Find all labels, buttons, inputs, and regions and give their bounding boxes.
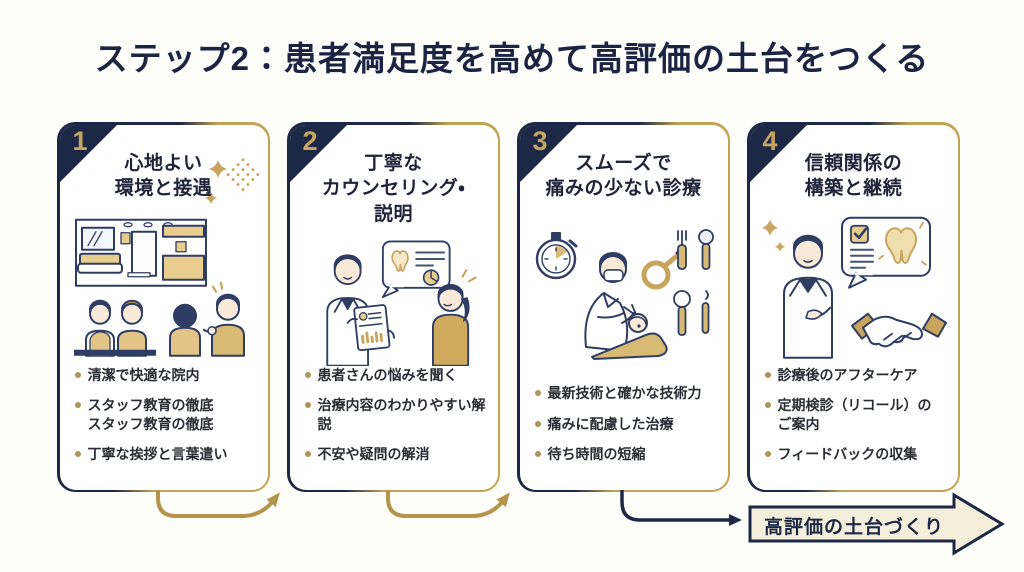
card-2-bullet-list: 患者さんの悩みを聞く 治療内容のわかりやすい解説 不安や疑問の解消 [290,366,498,490]
bullet-item: 丁寧な挨拶と言葉遣い [74,445,260,463]
card-4-title: 信頼関係の 構築と継続 [804,152,903,200]
bullet-item: フィードバックの収集 [764,445,950,463]
gold-curved-arrow-2 [386,490,510,518]
bullet-item: 診療後のアフターケア [764,366,950,384]
card-3-title: スムーズで 痛みの少ない診療 [545,152,702,200]
card-1-title: 心地よい 環境と接遇 [114,152,213,200]
clinic-interior-illustration [73,218,245,357]
bullet-item: 定期検診（リコール）の ご案内 [764,396,950,433]
card-4-illustration [750,204,958,365]
card-2-illustration [290,230,498,366]
navy-connector-arrow [620,490,742,526]
card-3-bullet-list: 最新技術と確かな技術力 痛みに配慮した治療 待ち時間の短縮 [520,384,728,489]
card-1-bullet-list: 清潔で快適な院内 スタッフ教育の徹底 スタッフ教育の徹底 丁寧な挨拶と言葉遣い [60,366,268,490]
card-1-illustration [60,204,268,365]
card-4-bullet-list: 診療後のアフターケア 定期検診（リコール）の ご案内 フィードバックの収集 [750,366,958,490]
card-4-trust-relationship: 4 信頼関係の 構築と継続 [747,122,960,492]
bullet-item: 患者さんの悩みを聞く [304,366,490,384]
card-3-illustration [520,204,728,384]
card-2-counseling: 2 丁寧な カウンセリング・ 説明 [287,122,500,492]
card-2-number: 2 [302,125,318,156]
dental-treatment-illustration [535,229,714,361]
bullet-item: 不安や疑問の解消 [304,445,490,463]
card-2-title: 丁寧な カウンセリング・ 説明 [321,152,466,226]
bullet-item: 待ち時間の短縮 [534,445,720,463]
card-4-number: 4 [762,125,778,156]
doctor-handshake-illustration [761,216,947,359]
bullet-item: 痛みに配慮した治療 [534,415,720,433]
card-1-number: 1 [72,125,88,156]
foundation-banner-arrow [748,492,1005,556]
bullet-item: 治療内容のわかりやすい解説 [304,396,490,433]
card-1-comfortable-environment: 1 心地よい 環境と接遇 [57,122,270,492]
banner-label: 高評価の土台づくり [763,517,944,538]
card-3-number: 3 [532,125,548,156]
page-title: ステップ2：患者満足度を高めて高評価の土台をつくる [94,40,930,77]
bullet-item: スタッフ教育の徹底 スタッフ教育の徹底 [74,396,260,433]
bullet-item: 最新技術と確かな技術力 [534,384,720,402]
dentist-explaining-illustration [325,240,477,366]
steps-cards-row: 1 心地よい 環境と接遇 [57,122,960,492]
bullet-item: 清潔で快適な院内 [74,366,260,384]
gold-curved-arrow-1 [156,490,280,518]
card-3-smooth-treatment: 3 スムーズで 痛みの少ない診療 [517,122,730,492]
